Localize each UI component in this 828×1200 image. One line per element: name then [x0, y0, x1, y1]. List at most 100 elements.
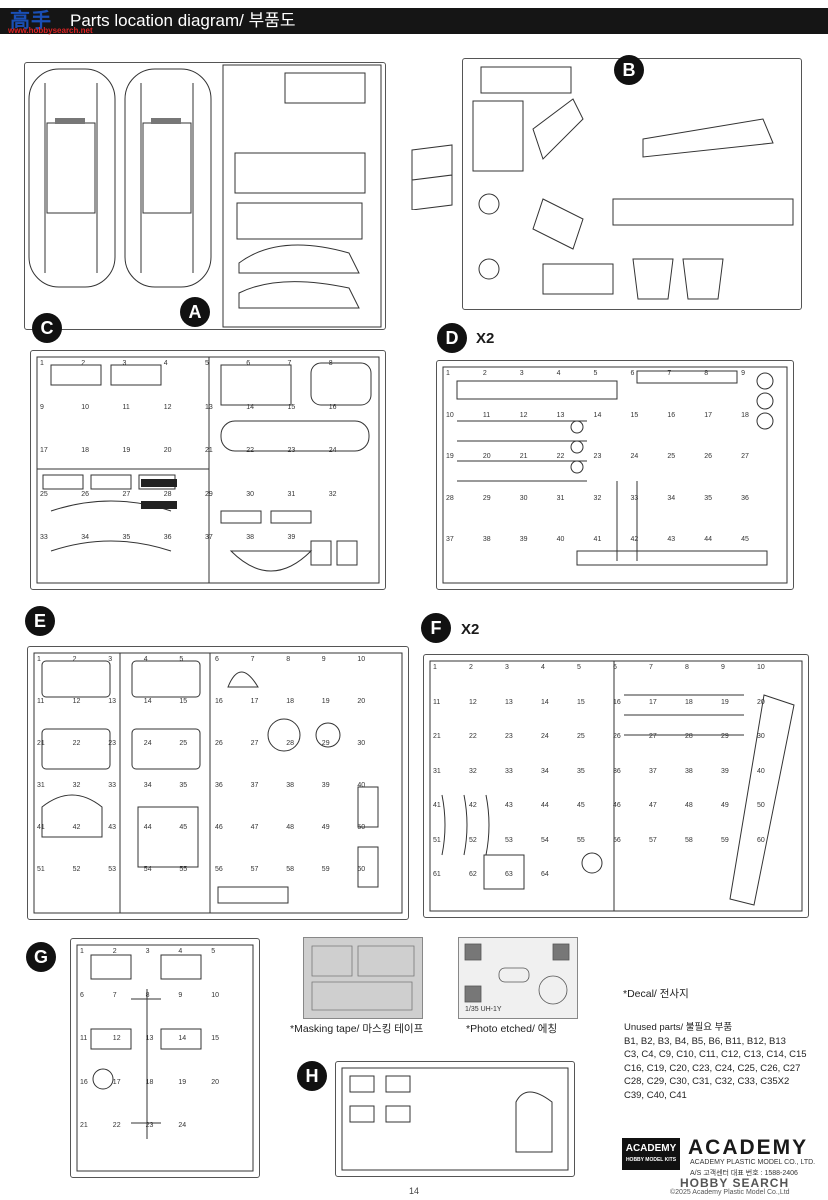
part-number: 32	[328, 490, 337, 498]
unused-line: C39, C40, C41	[624, 1089, 687, 1101]
part-number: 39	[321, 782, 330, 789]
part-number: 49	[721, 802, 729, 810]
part-number: 29	[482, 494, 491, 502]
part-number: 38	[685, 767, 693, 775]
part-number: 5	[211, 948, 216, 955]
part-number: 6	[215, 656, 219, 663]
unused-line: C28, C29, C30, C31, C32, C33, C35X2	[624, 1076, 790, 1088]
part-number: 32	[469, 767, 477, 775]
sprue-c-drawing	[36, 356, 380, 584]
part-number: 7	[112, 991, 117, 999]
part-number: 7	[649, 664, 653, 671]
sprue-f-badge: F	[421, 613, 451, 643]
part-number: 16	[80, 1078, 88, 1086]
part-number: 21	[433, 733, 441, 741]
part-number: 26	[81, 490, 90, 498]
part-number: 17	[250, 698, 259, 705]
part-number: 50	[357, 824, 366, 831]
part-number: 24	[541, 733, 549, 741]
academy-service: A/S 고객센터 대표 번호 : 1588-2406	[690, 1170, 798, 1177]
part-number: 59	[721, 836, 729, 844]
part-number: 34	[541, 767, 549, 775]
unused-title: Unused parts/ 불필요 부품	[624, 1022, 733, 1033]
part-number: 12	[112, 1035, 121, 1043]
part-number: 34	[667, 494, 676, 502]
part-number: 25	[577, 733, 585, 741]
part-number: 13	[205, 403, 213, 411]
part-number: 53	[505, 836, 513, 844]
copyright: ©2025 Academy Plastic Model Co.,Ltd	[670, 1189, 790, 1196]
page-number: 14	[409, 1186, 420, 1196]
decal-caption: *Decal/ 전사지	[623, 988, 689, 1000]
part-number: 14	[541, 698, 549, 706]
part-number: 29	[205, 490, 213, 498]
sprue-e-frame	[27, 646, 409, 920]
part-number: 6	[246, 360, 251, 367]
part-number: 61	[433, 871, 441, 879]
part-number: 5	[179, 656, 184, 663]
part-number: 3	[519, 370, 524, 377]
unused-line: B1, B2, B3, B4, B5, B6, B11, B12, B13	[624, 1035, 786, 1047]
part-number: 5	[593, 370, 598, 377]
sprue-c-badge: C	[32, 313, 62, 343]
part-number: 54	[541, 836, 549, 844]
part-number: 26	[613, 733, 621, 741]
part-number: 37	[205, 534, 213, 542]
watermark-cn: 高手	[10, 10, 52, 32]
part-number: 53	[108, 866, 116, 873]
sprue-a-badge: A	[180, 297, 210, 327]
part-number: 11	[122, 403, 130, 411]
part-number: 47	[250, 824, 259, 831]
part-number: 64	[541, 871, 549, 879]
part-number: 37	[250, 782, 259, 789]
part-number: 42	[630, 536, 639, 544]
part-number: 43	[667, 536, 676, 544]
part-number: 59	[321, 866, 330, 873]
part-number: 29	[721, 733, 729, 741]
part-number: 47	[649, 802, 657, 810]
sprue-g-frame	[70, 938, 260, 1178]
part-number: 35	[179, 782, 188, 789]
part-number: 46	[613, 802, 621, 810]
part-number: 18	[741, 411, 749, 419]
part-number: 10	[211, 991, 219, 999]
sprue-a-drawing	[28, 64, 382, 328]
part-number: 42	[469, 802, 477, 810]
part-number: 19	[178, 1078, 187, 1086]
part-number: 44	[143, 824, 152, 831]
part-number: 39	[519, 536, 528, 544]
part-number: 30	[519, 494, 528, 502]
part-number: 6	[80, 991, 84, 999]
sprue-g-badge: G	[26, 942, 56, 972]
part-number: 22	[556, 453, 565, 461]
part-number: 12	[519, 411, 528, 419]
part-number: 36	[613, 767, 621, 775]
part-number: 15	[630, 411, 639, 419]
part-number: 35	[122, 534, 131, 542]
part-number: 32	[593, 494, 602, 502]
part-number: 1	[37, 656, 41, 663]
part-number: 7	[667, 370, 672, 377]
part-number: 19	[321, 698, 330, 705]
part-number: 25	[40, 490, 48, 498]
part-number: 16	[328, 403, 337, 411]
part-number: 15	[577, 698, 585, 706]
part-number: 22	[112, 1122, 121, 1130]
part-number: 19	[122, 447, 131, 455]
academy-badge: ACADEMY HOBBY MODEL KITS	[622, 1138, 680, 1170]
sprue-e-drawing	[33, 652, 403, 914]
sprue-d-drawing	[442, 366, 788, 584]
part-number: 54	[143, 866, 152, 873]
part-number: 14	[178, 1035, 187, 1043]
part-number: 37	[649, 767, 657, 775]
part-number: 20	[482, 453, 491, 461]
part-number: 24	[178, 1122, 187, 1130]
part-number: 44	[704, 536, 713, 544]
sprue-f-drawing	[429, 660, 803, 912]
part-number: 14	[246, 403, 255, 411]
part-number: 13	[145, 1035, 154, 1043]
sprue-b-badge: B	[614, 55, 644, 85]
part-number: 10	[357, 656, 366, 663]
sprue-d-multiplier: X2	[476, 330, 495, 347]
academy-wordmark: ACADEMY	[688, 1136, 809, 1159]
